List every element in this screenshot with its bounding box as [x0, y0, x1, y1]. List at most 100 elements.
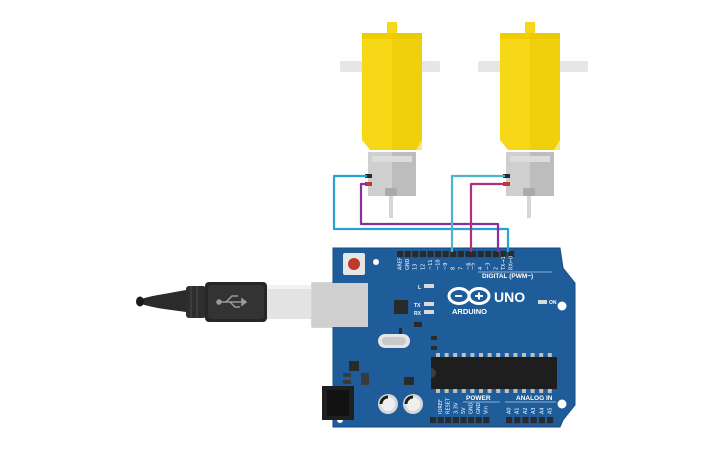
header-socket[interactable] [506, 417, 513, 424]
analog-pin-label: A1 [515, 407, 521, 414]
capacitor [378, 394, 398, 414]
digital-header-label: DIGITAL (PWM~) [482, 273, 533, 280]
wires[interactable] [332, 174, 510, 252]
analog-pin-label: A5 [548, 407, 554, 414]
digital-pin-label: 12 [420, 264, 426, 270]
digital-pin-label: GND [405, 258, 411, 270]
usb-port [312, 283, 368, 327]
header-socket[interactable] [445, 417, 452, 424]
motor-right[interactable] [478, 22, 588, 218]
header-socket[interactable] [530, 417, 537, 424]
header-socket[interactable] [435, 251, 442, 258]
power-jack [322, 386, 354, 420]
wire-left-purple[interactable] [359, 182, 500, 252]
header-socket[interactable] [427, 251, 434, 258]
small-chip [404, 377, 414, 385]
digital-pin-label: ~11 [428, 259, 434, 270]
motor-left[interactable] [340, 22, 440, 218]
header-socket[interactable] [419, 251, 426, 258]
analog-header[interactable] [506, 417, 554, 424]
led-tx-label: TX [414, 303, 421, 309]
power-pin-label: RESET [446, 397, 452, 414]
analog-label: ANALOG IN [516, 395, 553, 402]
digital-pin-label: ~5 [471, 263, 477, 270]
mounting-hole [373, 259, 379, 265]
usb-controller-chip [394, 300, 408, 314]
power-pin-label: Vin [484, 406, 490, 414]
digital-pin-label: 8 [451, 267, 457, 270]
header-socket[interactable] [442, 251, 449, 258]
led-rx-label: RX [414, 311, 422, 317]
digital-pin-label: TX→1 [501, 256, 507, 271]
header-socket[interactable] [483, 417, 490, 424]
digital-pin-label: RX←0 [509, 256, 515, 270]
board-brand: ARDUINO [452, 307, 487, 316]
digital-pin-label: 2 [493, 267, 499, 270]
power-pin-label: GND [469, 402, 475, 414]
digital-pin-label: ~9 [443, 263, 449, 270]
wire-left-cyan[interactable] [332, 174, 510, 252]
header-socket[interactable] [457, 251, 464, 258]
mounting-hole [557, 301, 567, 311]
header-socket[interactable] [522, 417, 529, 424]
header-socket[interactable] [514, 417, 521, 424]
header-socket[interactable] [475, 417, 482, 424]
digital-pin-label: 4 [478, 267, 484, 270]
digital-pin-label: AREF [398, 257, 404, 270]
power-pin-label: 5V [461, 407, 467, 414]
power-pin-label: GND [476, 402, 482, 414]
digital-pin-label: 7 [458, 267, 464, 270]
digital-pin-label: ~6 [466, 263, 472, 270]
regulator [349, 361, 359, 371]
header-socket[interactable] [397, 251, 404, 258]
analog-pin-label: A0 [507, 407, 513, 414]
header-socket[interactable] [477, 251, 484, 258]
board-model: UNO [494, 289, 525, 305]
capacitor [403, 394, 423, 414]
digital-pin-label: ~3 [486, 263, 492, 270]
crystal-oscillator [378, 334, 410, 348]
power-label: POWER [466, 395, 491, 402]
usb-symbol-icon [216, 295, 248, 308]
analog-pin-label: A2 [523, 407, 529, 414]
atmega-microcontroller [431, 353, 557, 393]
analog-pin-label: A4 [539, 407, 545, 414]
on-label: ON [549, 300, 557, 306]
power-pin-label: 3.3V [453, 402, 459, 414]
header-socket[interactable] [538, 417, 545, 424]
digital-pin-label: ~10 [436, 259, 442, 270]
header-socket[interactable] [412, 251, 419, 258]
digital-pin-label: 13 [413, 264, 419, 270]
header-socket[interactable] [437, 417, 444, 424]
analog-pin-label: A3 [531, 407, 537, 414]
header-socket[interactable] [468, 417, 475, 424]
header-socket[interactable] [465, 251, 472, 258]
header-socket[interactable] [460, 417, 467, 424]
header-socket[interactable] [452, 417, 459, 424]
wire-right-magenta[interactable] [469, 182, 505, 252]
on-led [538, 300, 547, 304]
header-socket[interactable] [492, 251, 499, 258]
header-socket[interactable] [404, 251, 411, 258]
header-socket[interactable] [470, 251, 477, 258]
power-pin-label: IOREF [438, 399, 444, 414]
header-socket[interactable] [547, 417, 554, 424]
digital-header[interactable] [397, 251, 515, 258]
header-socket[interactable] [450, 251, 457, 258]
status-leds: L TX RX [414, 284, 434, 317]
header-socket[interactable] [485, 251, 492, 258]
header-socket[interactable] [508, 251, 515, 258]
header-socket[interactable] [500, 251, 507, 258]
power-header[interactable] [430, 417, 490, 424]
header-socket[interactable] [430, 417, 437, 424]
reset-button[interactable] [343, 253, 365, 275]
led-l-label: L [418, 285, 421, 291]
wire-right-cyan[interactable] [450, 174, 505, 252]
arduino-logo-icon [447, 287, 491, 305]
mounting-hole [557, 399, 567, 409]
